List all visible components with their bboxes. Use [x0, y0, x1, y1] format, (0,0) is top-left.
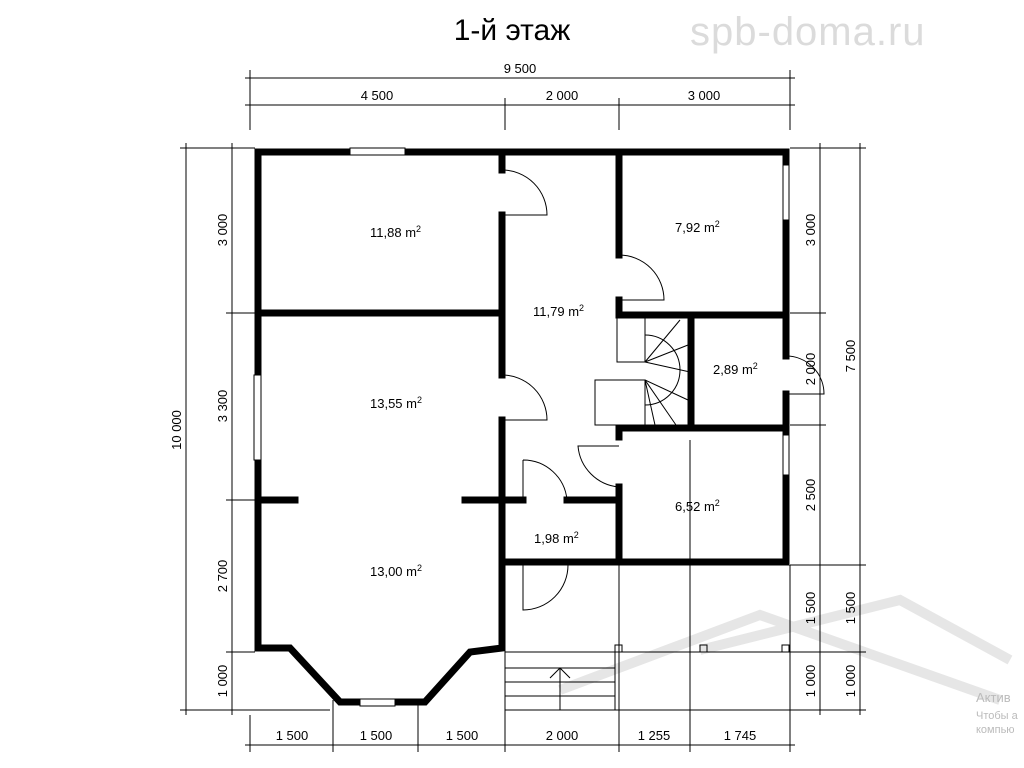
dim-far-right: 1 500 — [843, 592, 858, 625]
dim-top: 2 000 — [546, 88, 579, 103]
site-watermark: spb-doma.ru — [690, 10, 926, 54]
dim-right: 3 000 — [803, 214, 818, 247]
dim-bottom: 1 500 — [360, 728, 393, 743]
room-area: 11,88 m2 — [370, 224, 421, 240]
dim-left: 3 300 — [215, 390, 230, 423]
room-areas: 11,88 m2 13,55 m2 13,00 m2 11,79 m2 7,92… — [370, 219, 758, 579]
dimension-lines — [180, 70, 866, 752]
room-area: 13,00 m2 — [370, 563, 422, 579]
room-area: 13,55 m2 — [370, 395, 422, 411]
dim-top: 4 500 — [361, 88, 394, 103]
room-area: 7,92 m2 — [675, 219, 720, 235]
dim-far-right: 7 500 — [843, 340, 858, 373]
activation-notice-title: Актив — [976, 690, 1011, 705]
staircase — [594, 316, 691, 426]
dim-top-total: 9 500 — [504, 61, 537, 76]
dim-bottom: 1 745 — [724, 728, 757, 743]
dim-left: 3 000 — [215, 214, 230, 247]
dim-right: 1 000 — [803, 665, 818, 698]
room-area: 11,79 m2 — [533, 303, 584, 319]
dim-right: 1 500 — [803, 592, 818, 625]
dim-left-total: 10 000 — [169, 410, 184, 450]
activation-notice-line: Чтобы а — [976, 710, 1018, 722]
dim-right: 2 500 — [803, 479, 818, 512]
plan-title: 1-й этаж — [453, 14, 571, 47]
porch — [505, 644, 790, 710]
room-area: 1,98 m2 — [534, 530, 579, 546]
house-outline-watermark — [558, 594, 1013, 705]
dimension-labels: 9 500 4 500 2 000 3 000 10 000 3 000 3 3… — [169, 61, 858, 743]
dim-far-right: 1 000 — [843, 665, 858, 698]
activation-notice-line: компью — [976, 724, 1015, 736]
room-area: 6,52 m2 — [675, 498, 720, 514]
windows-doors — [253, 147, 825, 707]
dim-bottom: 1 500 — [446, 728, 479, 743]
dim-left: 1 000 — [215, 665, 230, 698]
dim-right: 2 000 — [803, 353, 818, 386]
dim-bottom: 1 500 — [276, 728, 309, 743]
dim-top: 3 000 — [688, 88, 721, 103]
dim-left: 2 700 — [215, 560, 230, 593]
room-area: 2,89 m2 — [713, 361, 758, 377]
dim-bottom: 2 000 — [546, 728, 579, 743]
dim-bottom: 1 255 — [638, 728, 671, 743]
